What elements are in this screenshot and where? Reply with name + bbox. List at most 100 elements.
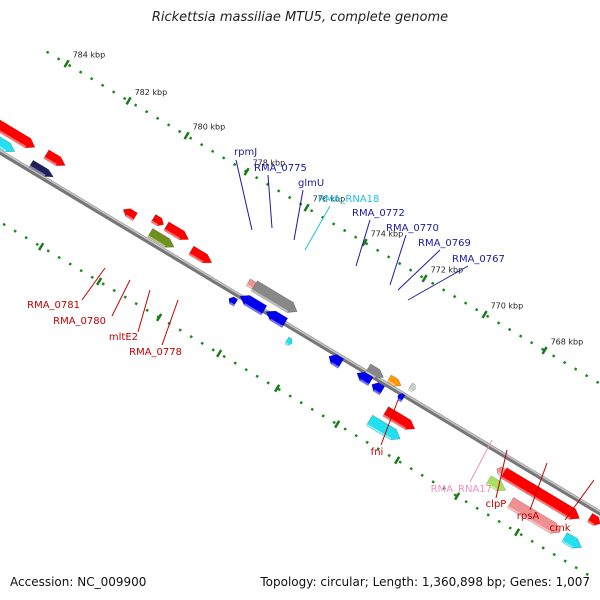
kbp-tick-label: 768 kbp xyxy=(551,337,584,346)
scale-minor-tick-lower xyxy=(255,374,259,379)
scale-minor-tick xyxy=(309,209,314,213)
gene-label-bottom-leader xyxy=(161,299,179,346)
gene-label-top-leader xyxy=(355,219,371,267)
scale-major-tick xyxy=(183,131,190,140)
scale-major-tick-lower xyxy=(454,492,461,501)
scale-minor-tick-lower xyxy=(376,447,380,451)
scale-minor-tick xyxy=(595,380,600,385)
scale-major-tick-lower xyxy=(274,384,281,393)
scale-minor-tick xyxy=(540,347,545,352)
kbp-tick-label: 780 kbp xyxy=(193,123,226,132)
scale-minor-tick-lower xyxy=(24,235,28,240)
scale-minor-tick xyxy=(562,360,567,365)
scale-minor-tick-lower xyxy=(321,414,325,418)
scale-minor-tick xyxy=(144,110,149,114)
scale-minor-tick-lower xyxy=(189,334,193,339)
gene-label-top-leader xyxy=(293,189,304,241)
gene-arrow xyxy=(43,149,66,166)
kbp-tick-label: 774 kbp xyxy=(371,229,404,238)
gene-label-top: RMA_0767 xyxy=(452,254,505,265)
scale-minor-tick xyxy=(45,50,50,55)
gene-label-bottom-leader xyxy=(81,267,106,301)
gene-label-bottom: cmk xyxy=(549,523,570,534)
scale-major-tick xyxy=(243,167,250,176)
kbp-tick-label: 770 kbp xyxy=(491,301,524,310)
gene-arrow xyxy=(365,414,401,441)
scale-minor-tick-lower xyxy=(585,572,589,577)
scale-minor-tick-lower xyxy=(354,433,358,438)
scale-minor-tick xyxy=(419,275,424,279)
kbp-tick-label: 782 kbp xyxy=(135,88,168,97)
scale-minor-tick xyxy=(210,149,215,154)
scale-minor-tick-lower xyxy=(101,282,105,286)
scale-minor-tick xyxy=(551,354,556,358)
scale-minor-tick xyxy=(529,341,534,345)
scale-minor-tick-lower xyxy=(233,361,237,365)
gene-label-bottom: RMA_0781 xyxy=(27,300,80,311)
gene-arrow xyxy=(150,214,164,227)
scale-minor-tick-lower xyxy=(2,222,6,227)
scale-minor-tick xyxy=(584,374,589,378)
gene-label-bottom-leader xyxy=(137,289,151,333)
scale-major-tick-lower xyxy=(96,277,103,286)
scale-minor-tick xyxy=(199,143,204,147)
gene-label-top: glmU xyxy=(298,178,324,189)
scale-minor-tick xyxy=(67,63,72,68)
gene-label-top-leader xyxy=(304,205,331,251)
scale-minor-tick-lower xyxy=(134,301,138,306)
gene-label-bottom: clpP xyxy=(486,499,507,510)
gene-arrow xyxy=(371,382,386,396)
scale-minor-tick-lower xyxy=(222,354,226,359)
gene-label-top-leader xyxy=(267,174,273,229)
scale-minor-tick-lower xyxy=(409,466,413,471)
gene-label-top: RMA_0772 xyxy=(352,208,405,219)
scale-minor-tick-lower xyxy=(519,532,523,537)
scale-minor-tick xyxy=(573,367,578,371)
gene-arrow xyxy=(163,221,190,240)
scale-minor-tick xyxy=(177,129,182,134)
gene-label-bottom: mltE2 xyxy=(109,332,138,343)
scale-minor-tick xyxy=(89,77,94,81)
scale-minor-tick-lower xyxy=(310,407,314,412)
scale-minor-tick-lower xyxy=(178,328,182,332)
gene-arrow xyxy=(356,371,374,387)
scale-minor-tick xyxy=(232,162,237,167)
scale-major-tick xyxy=(63,59,70,68)
scale-minor-tick-lower xyxy=(277,387,281,392)
scale-minor-tick xyxy=(386,255,391,259)
scale-minor-tick-lower xyxy=(244,367,248,372)
gene-label-top-leader xyxy=(235,159,253,231)
gene-arrow xyxy=(397,392,406,403)
scale-minor-tick-lower xyxy=(563,559,567,563)
scale-minor-tick-lower xyxy=(453,493,457,497)
scale-minor-tick xyxy=(100,83,105,88)
scale-major-tick xyxy=(361,238,368,247)
gene-label-bottom: RMA_0778 xyxy=(129,347,182,358)
scale-major-tick xyxy=(125,96,132,105)
gene-arrow xyxy=(284,336,293,347)
scale-minor-tick-lower xyxy=(13,229,17,233)
scale-major-tick xyxy=(303,203,310,212)
gene-arrow xyxy=(506,497,561,534)
gene-label-top: RMA_0775 xyxy=(254,163,307,174)
gene-arrow xyxy=(586,512,600,526)
scale-minor-tick xyxy=(430,281,435,286)
scale-major-tick-lower xyxy=(514,528,521,537)
scale-minor-tick-lower xyxy=(46,249,50,253)
gene-label-top: rpmJ xyxy=(234,147,257,158)
gene-label-bottom: rpsA xyxy=(517,511,540,522)
scale-minor-tick xyxy=(485,314,490,319)
kbp-tick-label: 772 kbp xyxy=(431,265,464,274)
kbp-tick-label: 778 kbp xyxy=(253,159,286,168)
gene-arrow xyxy=(188,245,213,264)
scale-minor-tick-lower xyxy=(200,341,204,346)
scale-minor-tick xyxy=(518,334,523,338)
scale-major-tick xyxy=(541,346,548,355)
gene-label-top: RMA_0769 xyxy=(418,238,471,249)
scale-minor-tick xyxy=(155,116,160,121)
scale-minor-tick xyxy=(441,288,446,292)
gene-label-bottom-leader xyxy=(111,279,131,317)
gene-arrow xyxy=(0,119,36,149)
map-title: Rickettsia massiliae MTU5, complete geno… xyxy=(151,10,449,25)
gene-arrow xyxy=(28,159,54,178)
